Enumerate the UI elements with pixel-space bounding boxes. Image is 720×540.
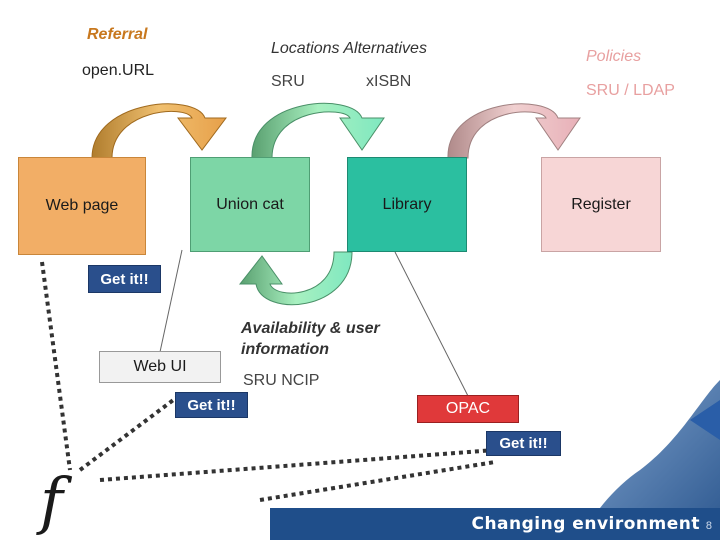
- label-xisbn: xISBN: [366, 73, 412, 90]
- logo-f: f: [40, 464, 63, 537]
- label-sru-ldap: SRU / LDAP: [586, 82, 675, 99]
- box-opac-label: OPAC: [445, 400, 491, 417]
- getit-button-webui[interactable]: Get it!!: [175, 392, 248, 418]
- label-sru-ncip: SRU NCIP: [243, 372, 320, 389]
- box-register-label: Register: [571, 195, 631, 213]
- box-register: Register: [541, 157, 661, 252]
- box-library: Library: [347, 157, 467, 252]
- getit-button-webpage[interactable]: Get it!!: [88, 265, 161, 293]
- corner-decoration: [600, 380, 720, 508]
- box-web-ui-label: Web UI: [133, 358, 187, 375]
- arrow-policies: [447, 103, 581, 159]
- box-web-page: Web page: [18, 157, 146, 255]
- footer-title: Changing environment: [471, 514, 700, 534]
- arrow-locations: [251, 102, 385, 159]
- footer-band: [270, 508, 720, 540]
- dotted-link-left: [40, 261, 72, 471]
- label-availability: Availability & user information: [241, 320, 380, 358]
- label-policies: Policies: [586, 48, 642, 65]
- line-library-opac: [394, 251, 469, 397]
- box-opac: OPAC: [417, 395, 519, 423]
- arrow-availability: [238, 251, 353, 306]
- corner-decoration-accent: [690, 400, 720, 440]
- box-web-ui: Web UI: [99, 351, 221, 383]
- box-library-label: Library: [382, 195, 432, 213]
- dotted-link-opac: [99, 448, 496, 482]
- dotted-link-getit: [78, 393, 182, 472]
- box-union-cat-label: Union cat: [216, 195, 284, 213]
- getit-button-opac[interactable]: Get it!!: [486, 431, 561, 456]
- page-number: 8: [705, 520, 712, 532]
- line-union-webui: [159, 249, 183, 353]
- box-union-cat: Union cat: [190, 157, 310, 252]
- label-sru-top: SRU: [271, 73, 305, 90]
- label-referral: Referral: [87, 26, 148, 43]
- box-web-page-label: Web page: [45, 197, 119, 214]
- label-locations-alternatives: Locations Alternatives: [271, 40, 427, 57]
- arrow-referral: [91, 103, 227, 159]
- dotted-link-bottom: [259, 460, 496, 502]
- label-openurl: open.URL: [82, 62, 155, 79]
